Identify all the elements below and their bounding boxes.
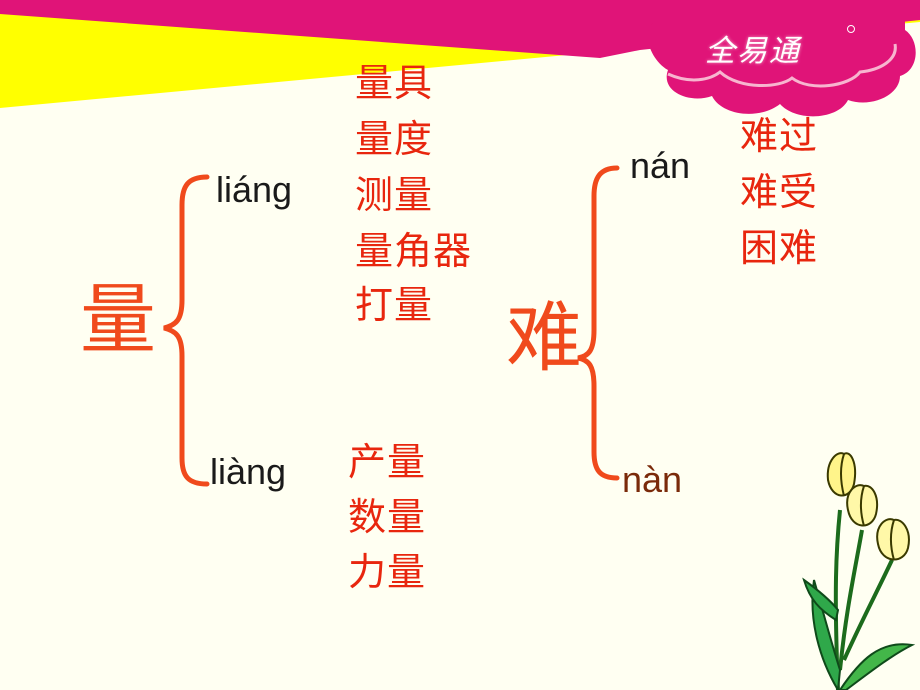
- header-banner: [0, 0, 920, 117]
- word-item: 力量: [348, 550, 427, 594]
- word-item: 困难: [740, 226, 819, 270]
- registered-icon: [847, 25, 855, 33]
- word-item: 难过: [740, 114, 819, 158]
- logo-text: 全易通: [705, 34, 801, 69]
- word-item: 量具: [355, 61, 434, 105]
- pinyin-liang2: liáng: [216, 169, 293, 210]
- pinyin-nan4: nàn: [622, 459, 683, 500]
- word-item: 数量: [348, 495, 427, 539]
- headword-nan: 难: [506, 293, 582, 382]
- pinyin-liang4: liàng: [210, 451, 287, 492]
- headword-liang: 量: [80, 275, 156, 364]
- tulip-flowers-icon: [802, 452, 916, 690]
- pinyin-nan2: nán: [630, 145, 691, 186]
- word-item: 难受: [740, 170, 819, 214]
- word-item: 打量: [355, 283, 434, 327]
- word-item: 量度: [355, 117, 434, 161]
- word-item: 产量: [348, 440, 427, 484]
- word-item: 测量: [355, 173, 434, 217]
- word-item: 量角器: [355, 229, 473, 273]
